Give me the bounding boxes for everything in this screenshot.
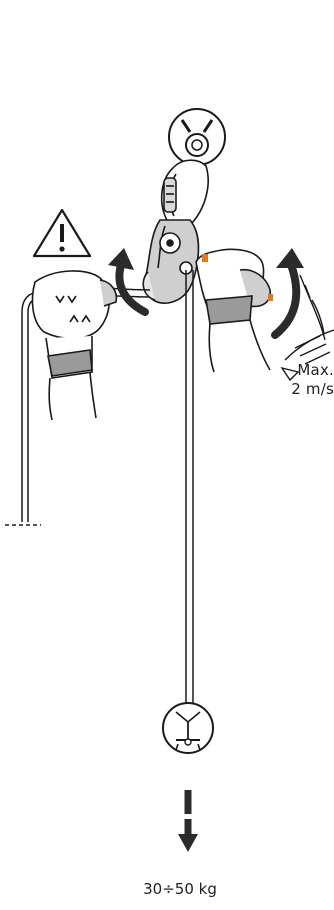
max-speed-line1: Max.: [268, 361, 334, 380]
warning-triangle-icon: [34, 210, 90, 256]
max-speed-line2: 2 m/s: [268, 380, 334, 399]
anchor-ring-icon: [169, 109, 225, 165]
rotation-arrow-right: [275, 248, 304, 335]
left-gloved-hand: [32, 271, 116, 420]
load-range-label: 30÷50 kg: [100, 880, 260, 898]
harness-load-icon: [163, 703, 213, 753]
load-direction-arrow: [178, 790, 198, 852]
carabiner: [162, 160, 208, 225]
rope: [186, 270, 193, 720]
right-gloved-hand: [196, 249, 273, 372]
descender-device: [143, 220, 198, 303]
max-speed-label: Max. 2 m/s: [268, 361, 334, 399]
